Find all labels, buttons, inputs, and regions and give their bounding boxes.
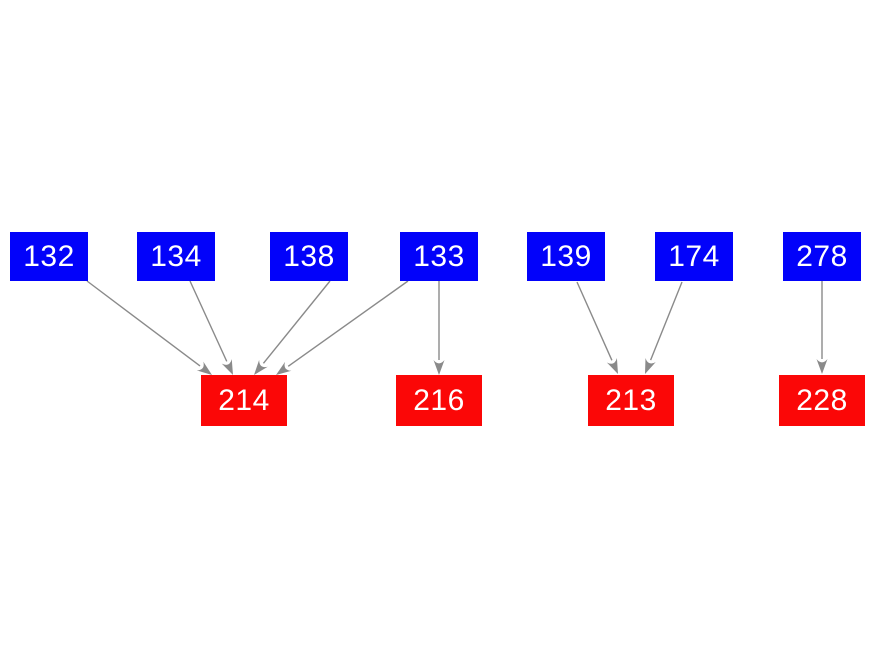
node-213: 213 (588, 375, 674, 426)
arrowhead-138-214 (254, 359, 268, 375)
edge-139-213 (576, 281, 618, 374)
arrowhead-132-214 (196, 361, 212, 375)
node-278: 278 (783, 232, 861, 281)
node-216: 216 (396, 375, 482, 426)
node-132: 132 (10, 232, 88, 281)
arrowhead-133-216 (433, 360, 445, 375)
arrowhead-133-214 (276, 361, 292, 375)
node-228: 228 (779, 375, 865, 426)
edge-132-214 (86, 280, 212, 375)
arrowhead-134-214 (221, 359, 233, 375)
edge-134-214 (189, 280, 233, 375)
node-139: 139 (527, 232, 605, 281)
arrowhead-139-213 (606, 358, 618, 374)
node-214: 214 (201, 375, 287, 426)
edge-138-214 (254, 280, 331, 375)
node-138: 138 (270, 232, 348, 281)
node-174: 174 (655, 232, 733, 281)
arrowhead-278-228 (816, 359, 828, 374)
edge-133-216 (433, 281, 445, 375)
edge-174-213 (645, 281, 683, 374)
edge-278-228 (816, 281, 828, 374)
edge-133-214 (276, 280, 409, 375)
node-134: 134 (137, 232, 215, 281)
node-133: 133 (400, 232, 478, 281)
arrowhead-174-213 (645, 358, 656, 374)
